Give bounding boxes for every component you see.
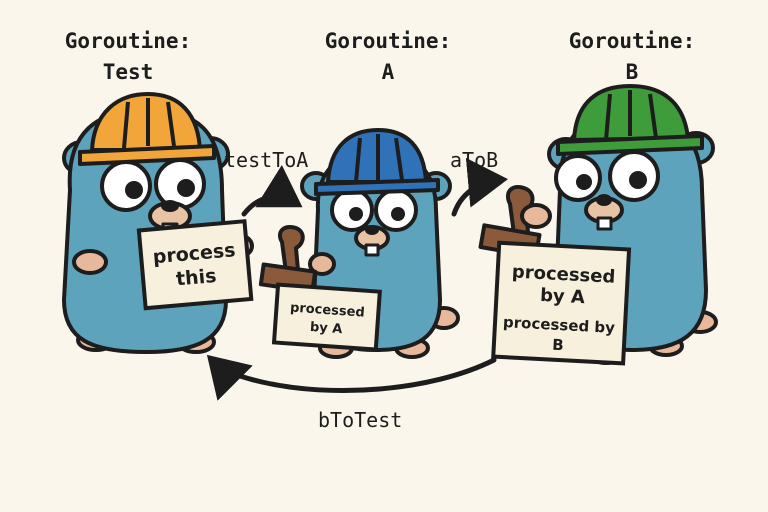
- curved-arrow-icon: [206, 354, 497, 401]
- goroutine-test-title-line1: Goroutine:: [64, 29, 192, 53]
- channel-test-to-a-label: testToA: [224, 148, 309, 172]
- gopher-b: processed by A processed by B: [478, 84, 718, 366]
- goroutine-b-title: Goroutine: B: [532, 26, 732, 88]
- channel-b-to-test-label: bToTest: [318, 408, 403, 432]
- rubber-stamp-icon: [258, 225, 318, 294]
- note-a-line1: processed: [290, 300, 366, 320]
- goroutine-a-title: Goroutine: A: [288, 26, 488, 88]
- goroutine-test-title: Goroutine: Test: [28, 26, 228, 88]
- gopher-test: process this: [62, 92, 254, 354]
- note-test-line2: this: [175, 265, 217, 290]
- paper-note-icon: processed by A: [271, 282, 382, 352]
- paper-note-icon: process this: [136, 219, 254, 311]
- hard-hat-icon: [556, 84, 704, 156]
- goroutine-a-title-line1: Goroutine:: [324, 29, 452, 53]
- goroutine-b-title-line2: B: [625, 60, 639, 84]
- goroutine-test-title-line2: Test: [102, 60, 154, 84]
- channel-a-to-b-label: aToB: [450, 148, 499, 172]
- goroutine-a-title-line2: A: [381, 60, 395, 84]
- paper-note-icon: processed by A processed by B: [491, 240, 632, 366]
- note-b-line4: B: [552, 336, 564, 355]
- hard-hat-icon: [78, 92, 216, 166]
- note-b-line2: by A: [540, 285, 586, 308]
- note-b-line3: processed by: [503, 313, 616, 337]
- goroutine-b-title-line1: Goroutine:: [568, 29, 696, 53]
- note-a-line2: by A: [309, 320, 342, 337]
- gopher-a: processed by A: [258, 128, 460, 359]
- curved-arrow-icon: [241, 164, 303, 217]
- curved-arrow-icon: [451, 157, 508, 217]
- hard-hat-icon: [314, 128, 440, 196]
